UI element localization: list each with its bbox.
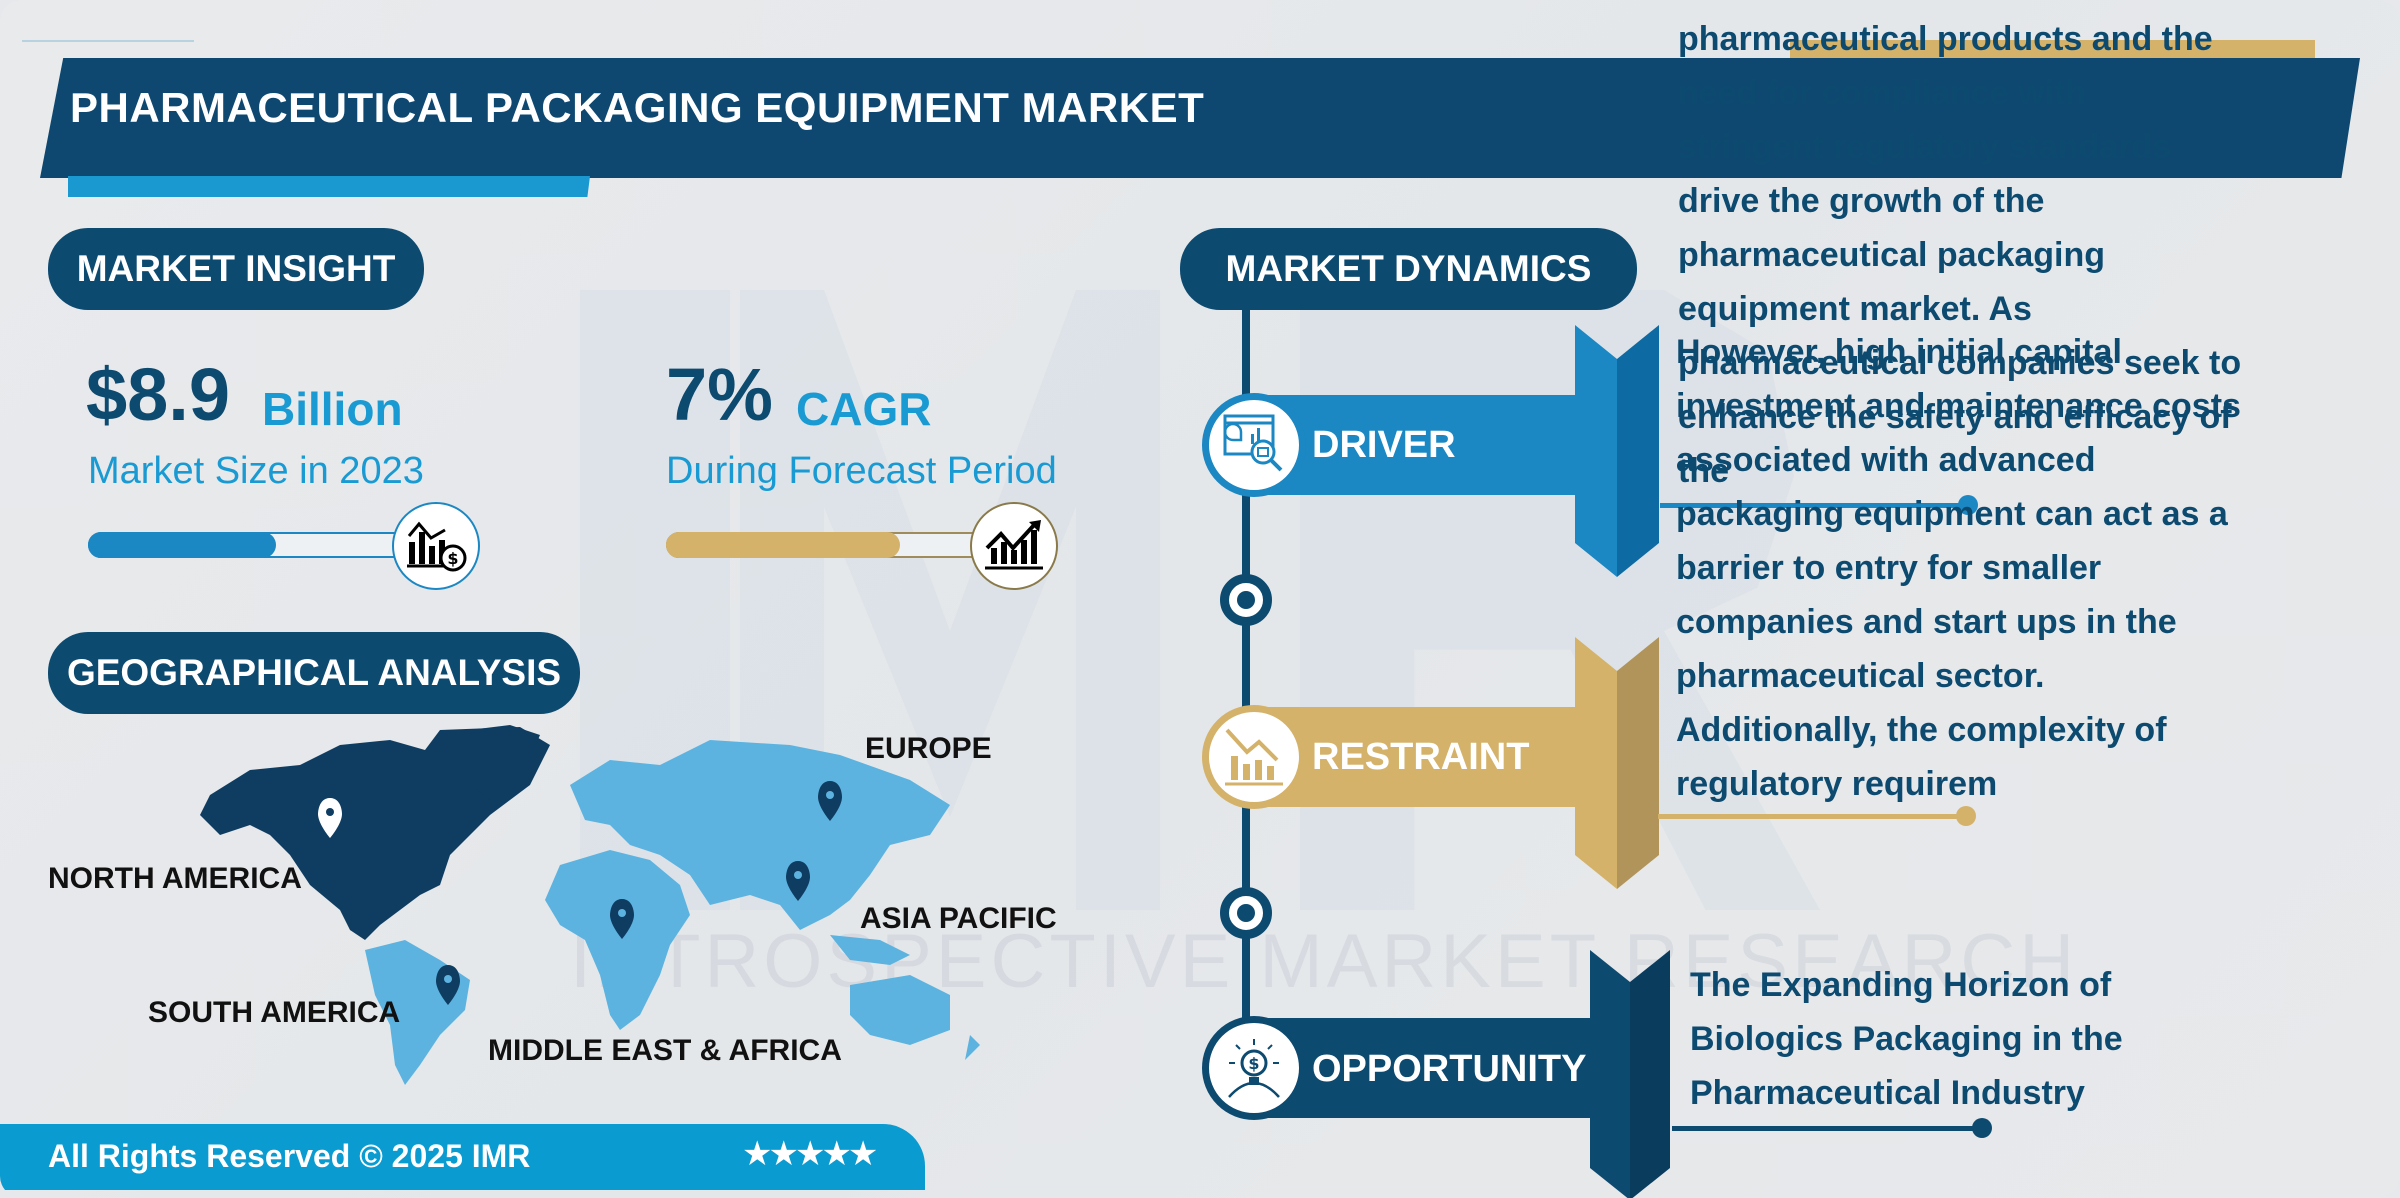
region-label-asia-pacific: ASIA PACIFIC (860, 902, 1057, 935)
restraint-connector-dot (1956, 806, 1976, 826)
driver-text-line: pharmaceutical products and the (1678, 20, 2213, 58)
svg-text:$: $ (1248, 1054, 1259, 1073)
map-australia (850, 975, 950, 1045)
driver-text-line: need for compliance with (1678, 74, 2087, 112)
cagr-label: During Forecast Period (666, 450, 1057, 492)
map-africa (545, 850, 690, 1030)
market-size-label: Market Size in 2023 (88, 450, 424, 492)
driver-connector-line (1660, 503, 1966, 508)
map-pin-asia-pacific[interactable] (786, 861, 810, 901)
header-blue-accent (68, 176, 590, 197)
driver-text-line: enhance the safety and efficacy of (1678, 398, 2232, 436)
opportunity-icon-circle: $ (1202, 1016, 1306, 1120)
market-dynamics-heading: MARKET DYNAMICS (1180, 228, 1637, 310)
map-pin-north-america[interactable] (318, 798, 342, 838)
map-pin-south-america[interactable] (436, 965, 460, 1005)
timeline-node-2 (1220, 887, 1272, 939)
declining-chart-icon (1225, 728, 1283, 786)
market-size-value: $8.9 (86, 353, 231, 436)
cagr-progress-track (666, 532, 986, 558)
opportunity-connector-dot (1972, 1118, 1992, 1138)
driver-connector-dot (1958, 495, 1978, 515)
cagr-badge (970, 502, 1058, 590)
watermark-text: INTROSPECTIVE MARKET RESEARCH (570, 919, 2079, 1004)
cagr-unit: CAGR (796, 383, 932, 435)
driver-text-line: the (1678, 452, 1729, 490)
dynamics-timeline (1242, 308, 1250, 1028)
driver-text-line: pharmaceutical companies seek to (1678, 344, 2242, 382)
restraint-icon-circle (1202, 705, 1306, 809)
opportunity-connector-line (1672, 1126, 1982, 1131)
region-label-north-america: NORTH AMERICA (48, 862, 302, 895)
header-gold-accent (1790, 40, 2315, 62)
map-north-america (200, 727, 550, 940)
svg-text:$: $ (447, 549, 458, 568)
region-label-europe: EUROPE (865, 732, 992, 765)
market-size-unit: Billion (262, 383, 403, 435)
driver-text-line: stringent regulatory standards (1678, 128, 2172, 166)
opportunity-chevron (1590, 950, 1670, 1198)
opportunity-text-line: The Expanding Horizon of (1690, 966, 2112, 1004)
header-top-line (22, 40, 194, 42)
restraint-label: RESTRAINT (1312, 736, 1530, 778)
restraint-text-line: However, high initial capital (1676, 333, 2122, 371)
opportunity-text-line: Pharmaceutical Industry (1690, 1074, 2085, 1112)
geographical-analysis-heading: GEOGRAPHICAL ANALYSIS (48, 632, 580, 714)
market-size-progress-track (88, 532, 408, 558)
driver-chevron (1575, 325, 1659, 577)
restraint-text-line: associated with advanced (1676, 441, 2096, 479)
rating-stars-icon: ★★★★★ (742, 1134, 878, 1174)
restraint-text-line: packaging equipment can act as a (1676, 495, 2228, 533)
region-label-south-america: SOUTH AMERICA (148, 996, 401, 1029)
world-map (200, 725, 980, 1085)
map-pin-europe[interactable] (818, 781, 842, 821)
restraint-text-line: barrier to entry for smaller (1676, 549, 2102, 587)
restraint-connector-line (1658, 814, 1966, 819)
driver-icon-circle (1202, 393, 1306, 497)
map-new-zealand (965, 1035, 980, 1060)
geographical-analysis-heading-label: GEOGRAPHICAL ANALYSIS (66, 652, 562, 693)
restraint-text-line: Additionally, the complexity of (1676, 711, 2167, 749)
opportunity-text-line: Biologics Packaging in the (1690, 1020, 2123, 1058)
map-pin-middle-east-africa[interactable] (610, 899, 634, 939)
market-insight-heading-label: MARKET INSIGHT (76, 248, 396, 289)
market-size-progress-fill (88, 532, 276, 558)
driver-description: pharmaceutical products and the need for… (1678, 12, 2378, 498)
opportunity-label: OPPORTUNITY (1312, 1048, 1587, 1090)
restraint-description: However, high initial capital investment… (1676, 325, 2376, 811)
restraint-chevron (1575, 637, 1659, 889)
map-greenland (445, 725, 540, 800)
cagr-progress-fill (666, 532, 900, 558)
header-band (40, 58, 2360, 178)
market-dynamics-heading-label: MARKET DYNAMICS (1225, 248, 1592, 289)
market-insight-heading: MARKET INSIGHT (48, 228, 424, 310)
timeline-node-1 (1220, 574, 1272, 626)
analytics-magnifier-icon (1223, 414, 1283, 472)
copyright-text: All Rights Reserved © 2025 IMR (48, 1138, 531, 1174)
restraint-text-line: companies and start ups in the (1676, 603, 2177, 641)
driver-label: DRIVER (1312, 424, 1456, 466)
opportunity-description: The Expanding Horizon of Biologics Packa… (1690, 958, 2330, 1120)
driver-text-line: equipment market. As (1678, 290, 2032, 328)
restraint-text-line: investment and maintenance costs (1676, 387, 2241, 425)
map-se-asia (830, 935, 910, 965)
driver-text-line: drive the growth of the (1678, 182, 2045, 220)
chart-dollar-icon: $ (407, 521, 467, 572)
market-size-badge: $ (392, 502, 480, 590)
driver-text-line: pharmaceutical packaging (1678, 236, 2106, 274)
map-eurasia (570, 740, 950, 930)
idea-bulb-dollar-icon: $ (1228, 1039, 1280, 1098)
restraint-text-line: regulatory requirem (1676, 765, 1998, 803)
region-label-middle-east-africa: MIDDLE EAST & AFRICA (488, 1034, 842, 1067)
page-title: PHARMACEUTICAL PACKAGING EQUIPMENT MARKE… (70, 84, 1205, 131)
cagr-value: 7% (666, 353, 773, 436)
restraint-text-line: pharmaceutical sector. (1676, 657, 2045, 695)
growth-chart-icon (985, 520, 1043, 570)
footer-bar: All Rights Reserved © 2025 IMR ★★★★★ (0, 1124, 925, 1190)
